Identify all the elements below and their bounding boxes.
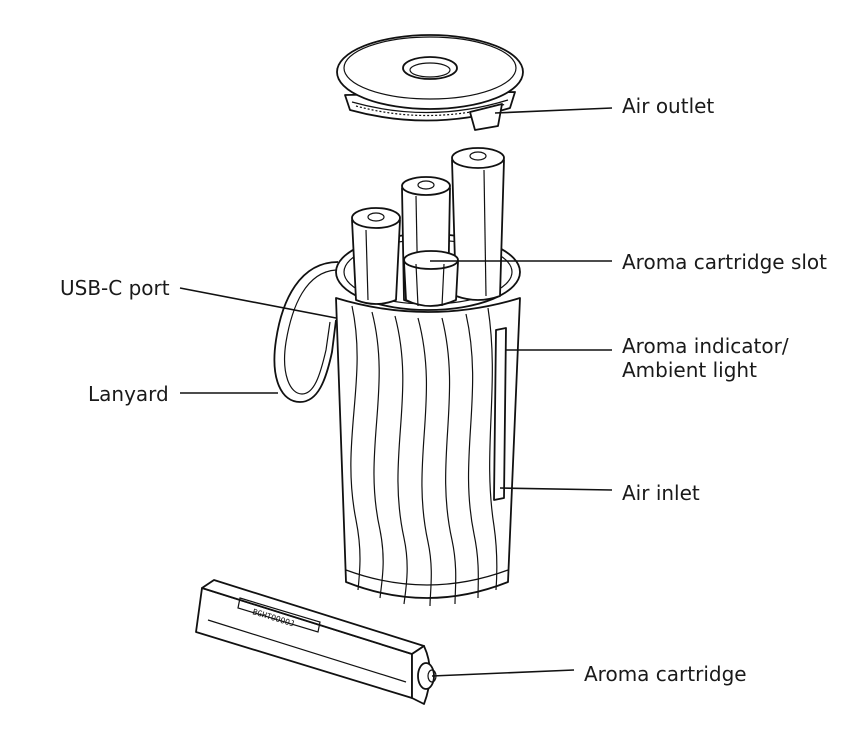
label-usb-c-port: USB-C port	[60, 276, 170, 300]
label-lanyard: Lanyard	[88, 382, 169, 406]
leader-usb-c-port	[179, 287, 337, 319]
label-air-outlet: Air outlet	[622, 94, 715, 118]
label-aroma-cartridge: Aroma cartridge	[584, 662, 747, 686]
leader-aroma-cartridge	[431, 669, 575, 677]
lanyard-loop	[273, 261, 339, 403]
label-aroma-cartridge-slot: Aroma cartridge slot	[622, 250, 827, 274]
leader-lines	[179, 107, 613, 677]
label-aroma-indicator-line1: Aroma indicator/	[622, 334, 789, 358]
leader-air-inlet	[499, 487, 613, 491]
leader-air-outlet	[494, 107, 613, 114]
aroma-cartridge: BGHTOOOOJ	[195, 579, 437, 705]
lid	[336, 34, 524, 131]
label-air-inlet: Air inlet	[622, 481, 700, 505]
inserted-cartridges	[351, 147, 505, 307]
label-aroma-indicator-line2: Ambient light	[622, 358, 757, 382]
